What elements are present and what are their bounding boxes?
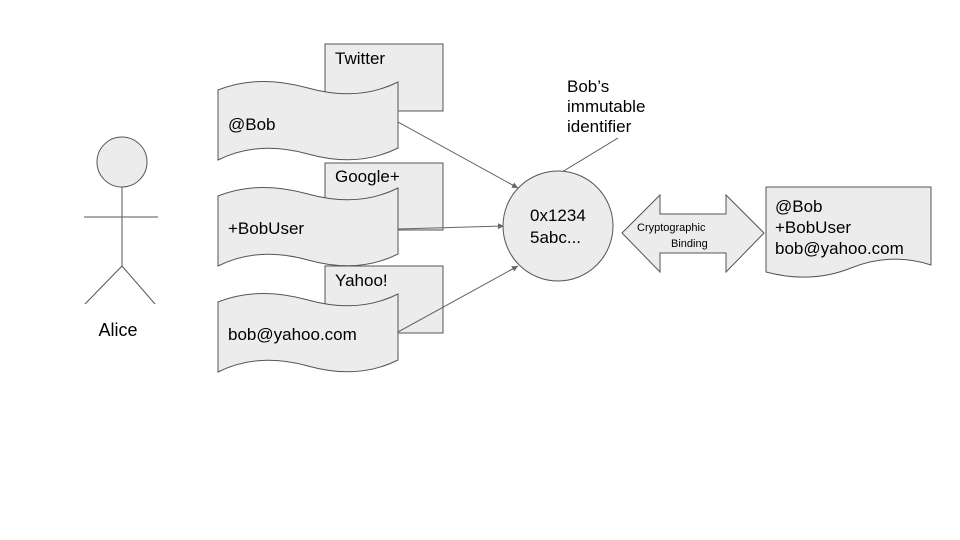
record-line-3: bob@yahoo.com <box>775 239 904 258</box>
provider-label-google-plus: Google+ <box>335 167 400 186</box>
identifier-line-2: 5abc... <box>530 228 581 247</box>
alice-right-leg <box>121 265 156 305</box>
handle-label-twitter: @Bob <box>228 115 276 134</box>
identifier-callout-line-1: Bob’s <box>567 77 609 96</box>
identifier-callout-line-2: immutable <box>567 97 645 116</box>
provider-label-yahoo: Yahoo! <box>335 271 388 290</box>
binding-label-line-2: Binding <box>671 238 708 250</box>
service-yahoo: Yahoo! bob@yahoo.com <box>217 265 444 373</box>
alice-label: Alice <box>98 320 137 340</box>
alice-head <box>96 136 148 188</box>
handle-banner-twitter <box>217 81 399 161</box>
arrow-twitter-to-identifier <box>397 121 519 189</box>
arrow-google-plus-to-identifier <box>397 223 505 230</box>
service-google-plus: Google+ +BobUser <box>217 162 444 267</box>
alice-stick-figure <box>84 136 158 305</box>
service-twitter: Twitter @Bob <box>217 43 444 161</box>
identifier-line-1: 0x1234 <box>530 206 586 225</box>
identifier-callout-line-3: identifier <box>567 117 632 136</box>
binding-label-line-1: Cryptographic <box>637 222 706 234</box>
handle-banner-yahoo <box>217 293 399 373</box>
identity-record-document <box>765 186 932 278</box>
identifier-callout-line <box>561 137 619 173</box>
identifier-circle <box>502 170 614 282</box>
record-line-2: +BobUser <box>775 218 851 237</box>
handle-label-yahoo: bob@yahoo.com <box>228 325 357 344</box>
provider-label-twitter: Twitter <box>335 49 385 68</box>
handle-label-google-plus: +BobUser <box>228 219 304 238</box>
arrow-yahoo-to-identifier <box>397 265 519 333</box>
cryptographic-binding-double-arrow <box>621 193 765 274</box>
handle-banner-google-plus <box>217 187 399 267</box>
alice-left-leg <box>84 265 123 305</box>
record-line-1: @Bob <box>775 197 823 216</box>
